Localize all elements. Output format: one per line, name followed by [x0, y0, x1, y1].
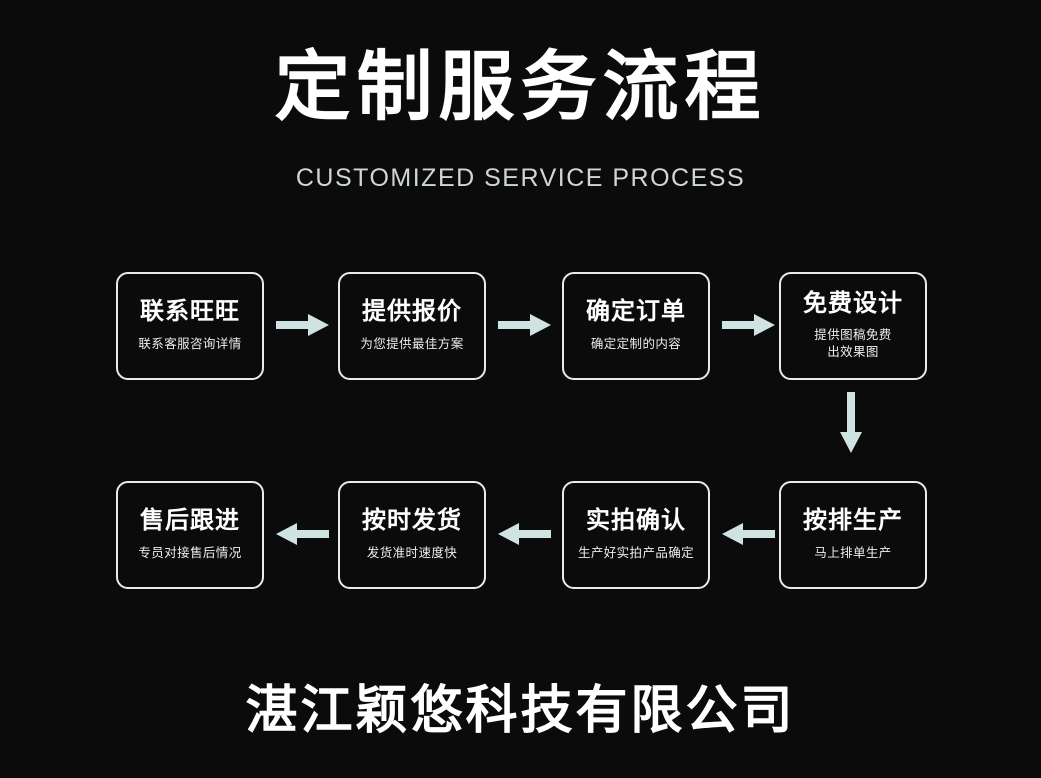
- step-desc: 为您提供最佳方案: [360, 336, 464, 351]
- step-desc: 确定定制的内容: [590, 336, 682, 351]
- arrow-right-icon: [722, 312, 776, 338]
- page-subtitle: CUSTOMIZED SERVICE PROCESS: [295, 164, 746, 192]
- company-name: 湛江颖悠科技有限公司: [245, 682, 796, 740]
- process-step-1[interactable]: 联系旺旺 联系客服咨询详情: [116, 272, 264, 380]
- step-title: 免费设计: [803, 289, 903, 317]
- arrow-right-icon: [276, 312, 330, 338]
- step-title: 提供报价: [362, 298, 462, 326]
- process-step-4[interactable]: 免费设计 提供图稿免费 出效果图: [779, 272, 927, 380]
- step-desc: 生产好实拍产品确定: [577, 545, 695, 560]
- step-desc: 专员对接售后情况: [138, 545, 242, 560]
- step-title: 按排生产: [803, 507, 903, 535]
- arrow-left-icon: [722, 521, 776, 547]
- step-desc: 提供图稿免费 出效果图: [814, 328, 892, 360]
- process-step-3[interactable]: 确定订单 确定定制的内容: [562, 272, 710, 380]
- process-step-5[interactable]: 按排生产 马上排单生产: [779, 481, 927, 589]
- arrow-down-icon: [838, 392, 864, 454]
- process-step-6[interactable]: 实拍确认 生产好实拍产品确定: [562, 481, 710, 589]
- arrow-right-icon: [498, 312, 552, 338]
- step-title: 售后跟进: [140, 507, 240, 535]
- arrow-left-icon: [498, 521, 552, 547]
- process-step-8[interactable]: 售后跟进 专员对接售后情况: [116, 481, 264, 589]
- process-step-2[interactable]: 提供报价 为您提供最佳方案: [338, 272, 486, 380]
- step-title: 实拍确认: [586, 507, 686, 535]
- step-title: 联系旺旺: [140, 298, 240, 326]
- step-desc: 联系客服咨询详情: [138, 336, 242, 351]
- process-step-7[interactable]: 按时发货 发货准时速度快: [338, 481, 486, 589]
- arrow-left-icon: [276, 521, 330, 547]
- step-title: 按时发货: [362, 507, 462, 535]
- step-desc: 发货准时速度快: [366, 545, 458, 560]
- step-title: 确定订单: [586, 298, 686, 326]
- page-title: 定制服务流程: [274, 45, 767, 130]
- step-desc: 马上排单生产: [814, 545, 892, 560]
